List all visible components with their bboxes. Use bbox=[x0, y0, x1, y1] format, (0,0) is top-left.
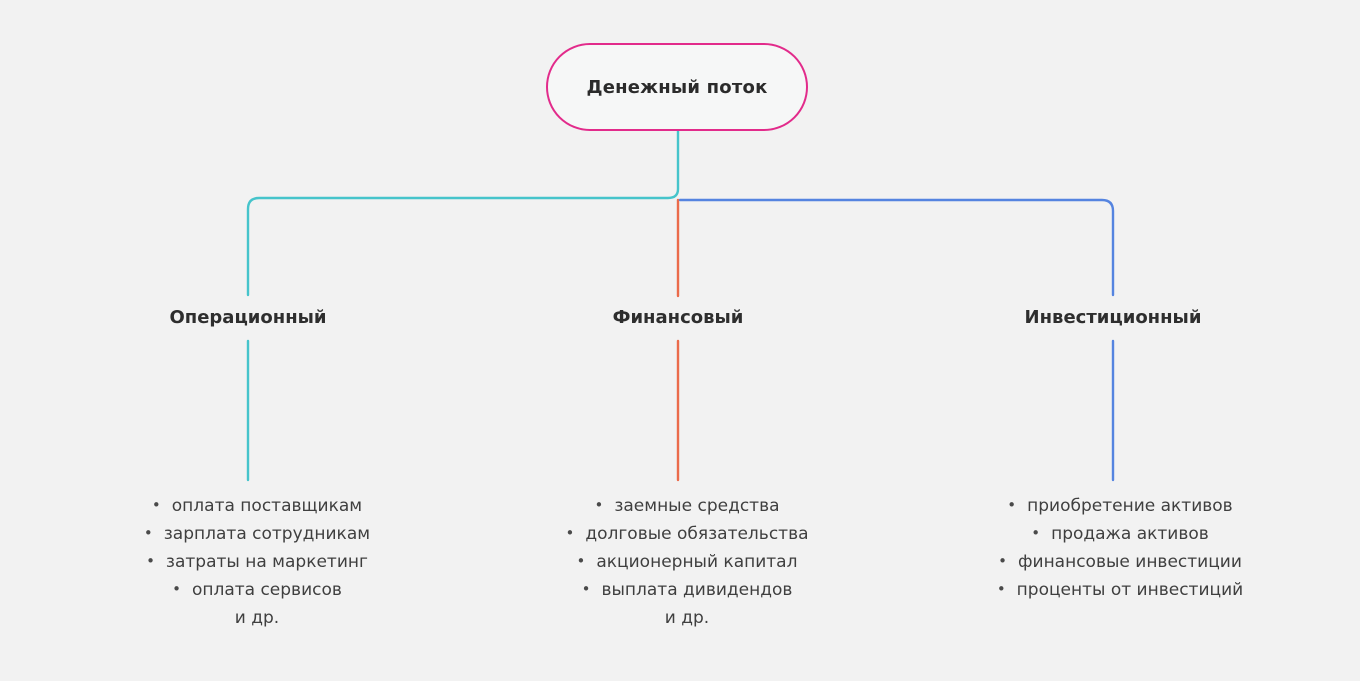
list-item-text: акционерный капитал bbox=[596, 552, 798, 572]
bullet-icon: • bbox=[594, 496, 604, 514]
list-item: • проценты от инвестиций bbox=[950, 576, 1290, 604]
connector-operational bbox=[246, 129, 680, 297]
list-item-text: зарплата сотрудникам bbox=[163, 524, 371, 544]
list-item-text: долговые обязательства bbox=[585, 524, 809, 544]
list-item-text: затраты на маркетинг bbox=[165, 552, 368, 572]
bullet-icon: • bbox=[172, 580, 181, 598]
branch-label-operational[interactable]: Операционный bbox=[169, 307, 327, 328]
root-node-label: Денежный поток bbox=[586, 76, 768, 98]
list-item: • зарплата сотрудникам bbox=[87, 520, 427, 548]
bullet-icon: • bbox=[996, 580, 1006, 598]
bullet-icon: • bbox=[998, 552, 1007, 570]
list-footer: и др. bbox=[664, 608, 710, 628]
bullet-icon: • bbox=[581, 580, 591, 598]
list-footer: и др. bbox=[234, 608, 280, 628]
bullet-icon: • bbox=[143, 524, 153, 542]
list-item: • затраты на маркетинг bbox=[87, 548, 427, 576]
bullet-icon: • bbox=[151, 496, 161, 514]
list-item: • долговые обязательства bbox=[517, 520, 857, 548]
branch-label-investment[interactable]: Инвестиционный bbox=[1024, 307, 1202, 328]
list-item: • выплата дивидендов bbox=[517, 576, 857, 604]
list-item: • заемные средства bbox=[517, 492, 857, 520]
bullet-icon: • bbox=[1031, 524, 1041, 542]
bullet-icon: • bbox=[146, 552, 155, 570]
list-item: • приобретение активов bbox=[950, 492, 1290, 520]
bullet-icon: • bbox=[576, 552, 586, 570]
branch-items-investment: • приобретение активов • продажа активов •… bbox=[950, 492, 1290, 604]
list-item: • финансовые инвестиции bbox=[950, 548, 1290, 576]
connector-investment bbox=[678, 198, 1115, 297]
branch-label-financial[interactable]: Финансовый bbox=[612, 307, 744, 328]
bullet-icon: • bbox=[565, 524, 575, 542]
list-item-text: выплата дивидендов bbox=[601, 580, 793, 600]
list-item: • оплата сервисов bbox=[87, 576, 427, 604]
bullet-icon: • bbox=[1007, 496, 1017, 514]
list-item: • оплата поставщикам bbox=[87, 492, 427, 520]
list-item-text: финансовые инвестиции bbox=[1017, 552, 1242, 572]
root-node[interactable]: Денежный поток bbox=[546, 43, 808, 131]
list-item-text: оплата сервисов bbox=[191, 580, 342, 600]
list-item-text: заемные средства bbox=[614, 496, 780, 516]
list-item-text: продажа активов bbox=[1051, 524, 1209, 544]
list-item-text: оплата поставщикам bbox=[171, 496, 363, 516]
list-item: • акционерный капитал bbox=[517, 548, 857, 576]
list-item: • продажа активов bbox=[950, 520, 1290, 548]
list-item-text: приобретение активов bbox=[1027, 496, 1233, 516]
branch-items-financial: • заемные средства • долговые обязательств… bbox=[517, 492, 857, 632]
branch-items-operational: •оплата поставщикам •зарплата сотрудника… bbox=[87, 492, 427, 632]
list-item-text: проценты от инвестиций bbox=[1016, 580, 1244, 600]
